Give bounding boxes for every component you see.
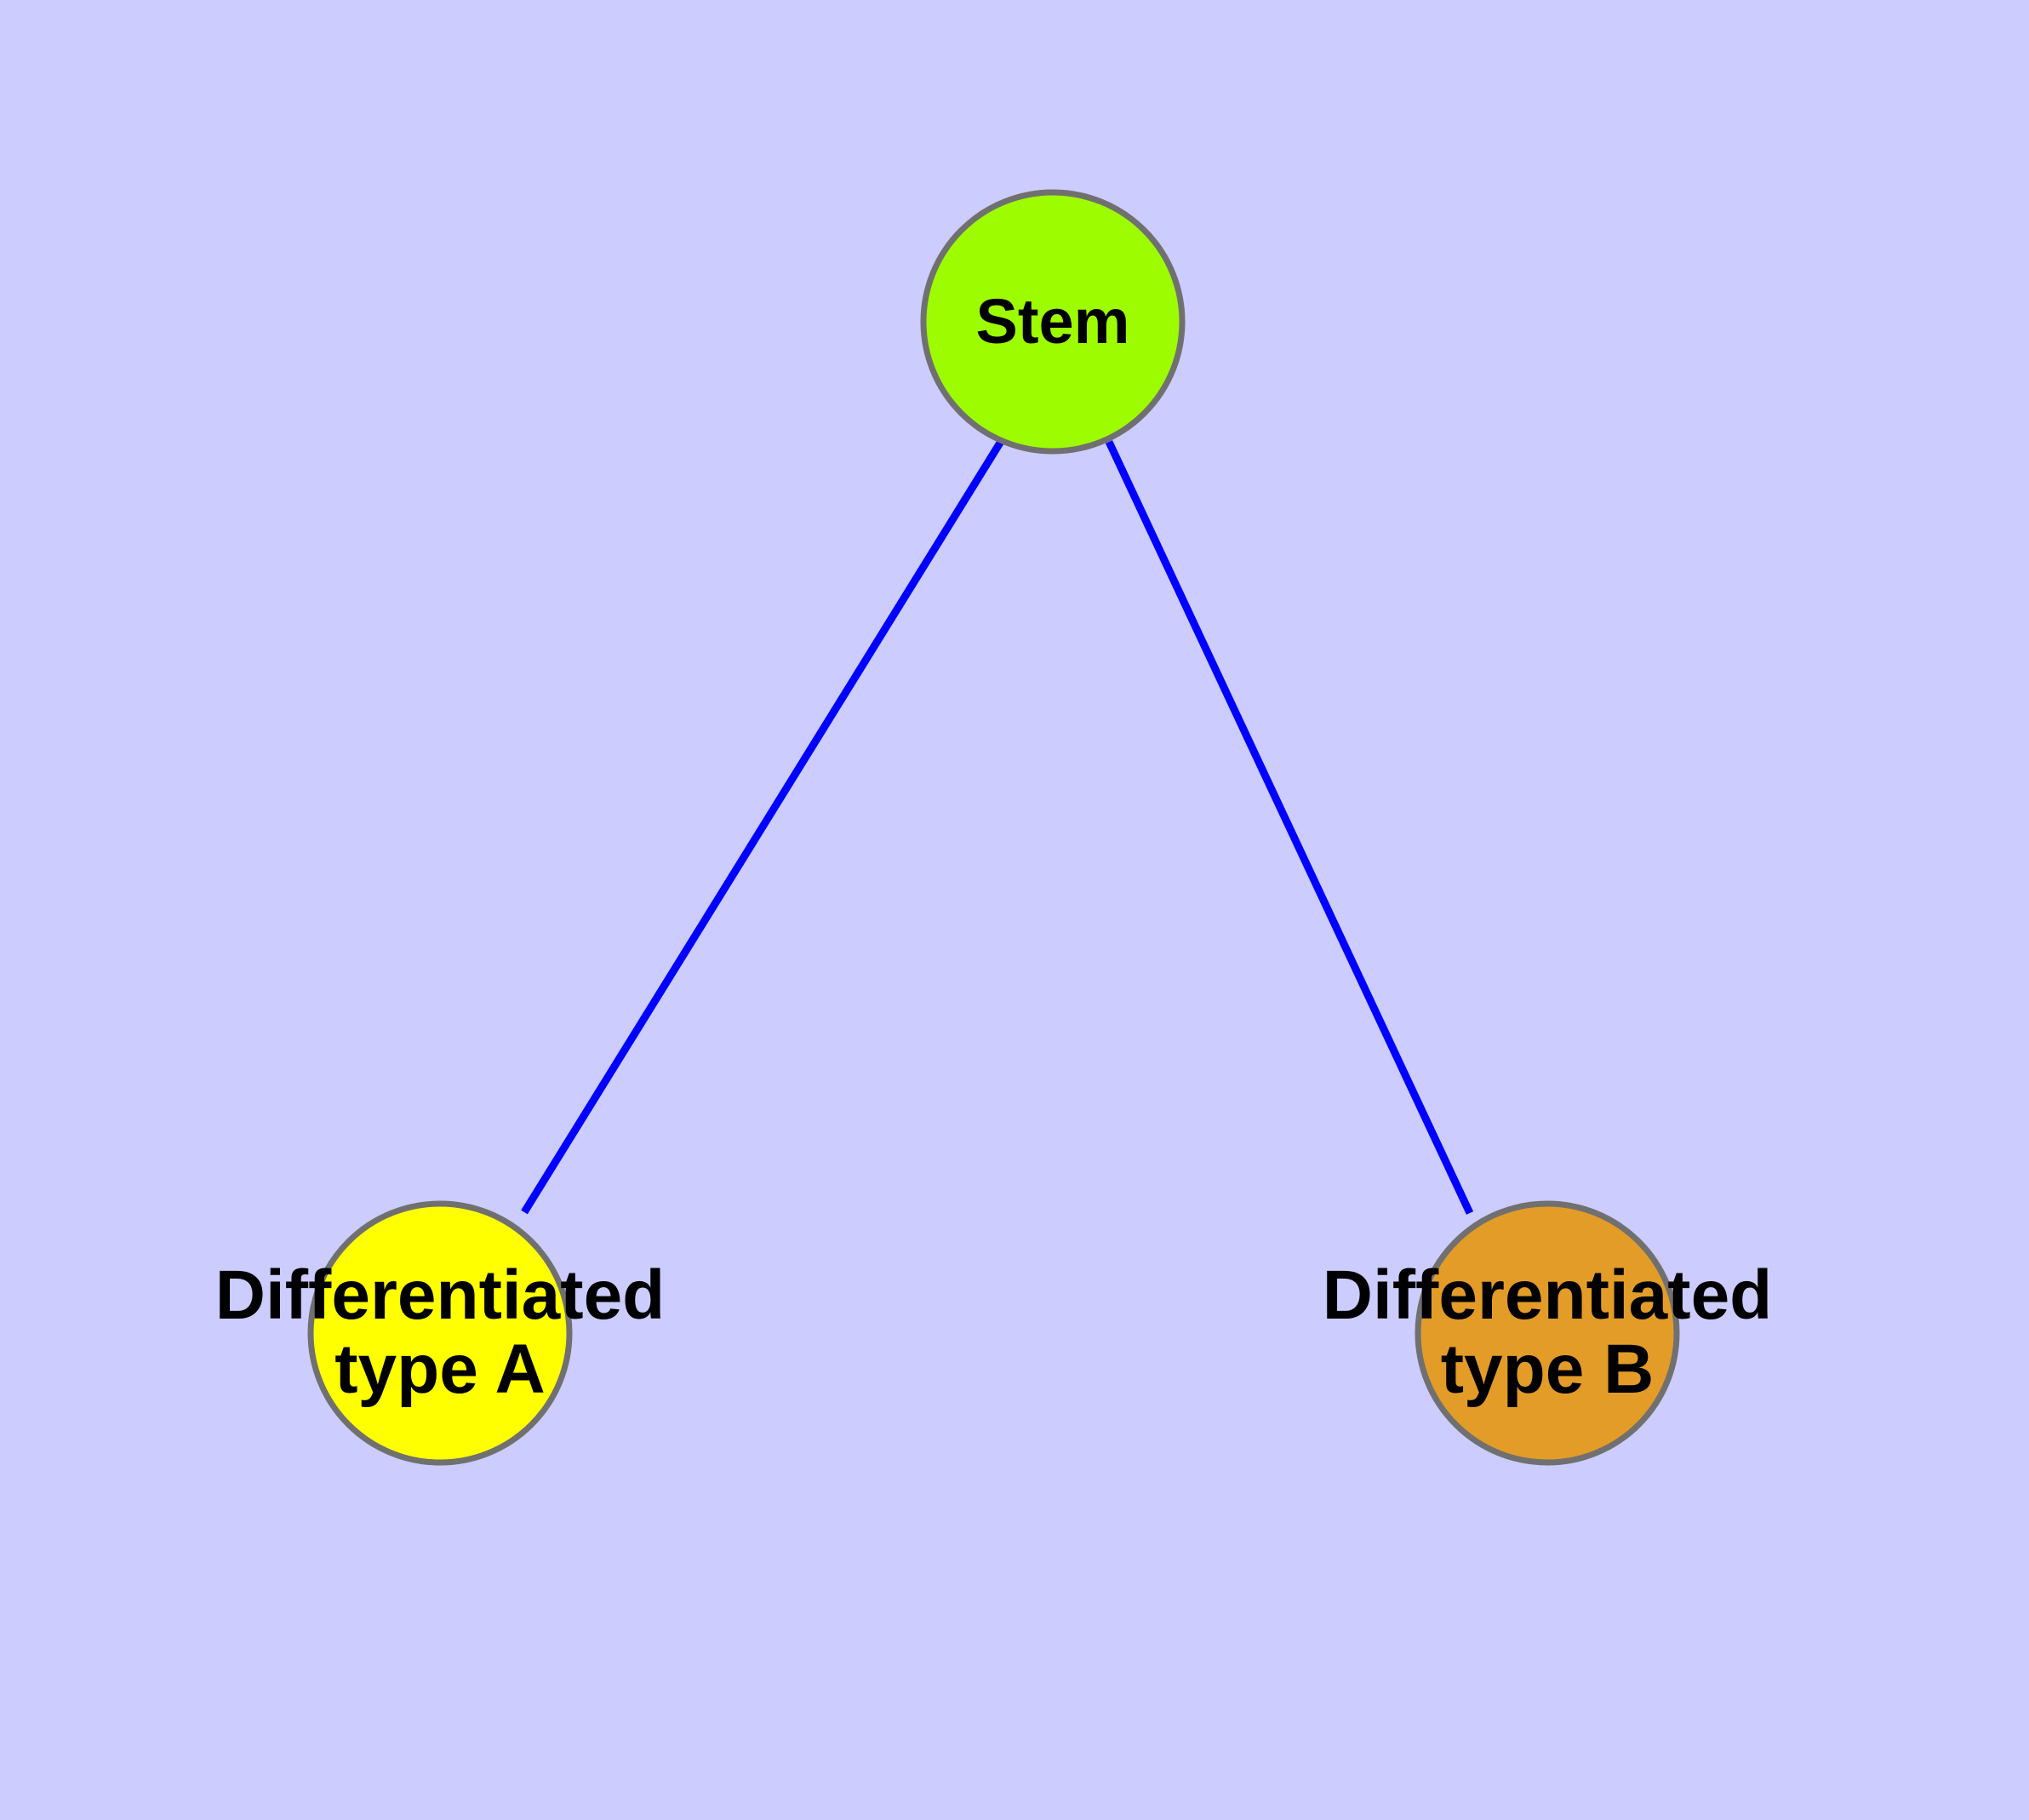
edge-layer [521, 438, 1474, 1215]
graph-node-stem[interactable] [920, 189, 1186, 455]
node-layer [307, 189, 1680, 1466]
graph-node-diff-b[interactable] [1415, 1200, 1680, 1466]
graph-edge-stem-to-b[interactable] [1105, 440, 1474, 1215]
graph-edge-stem-to-a[interactable] [521, 438, 1005, 1215]
graph-node-diff-a[interactable] [307, 1200, 573, 1466]
